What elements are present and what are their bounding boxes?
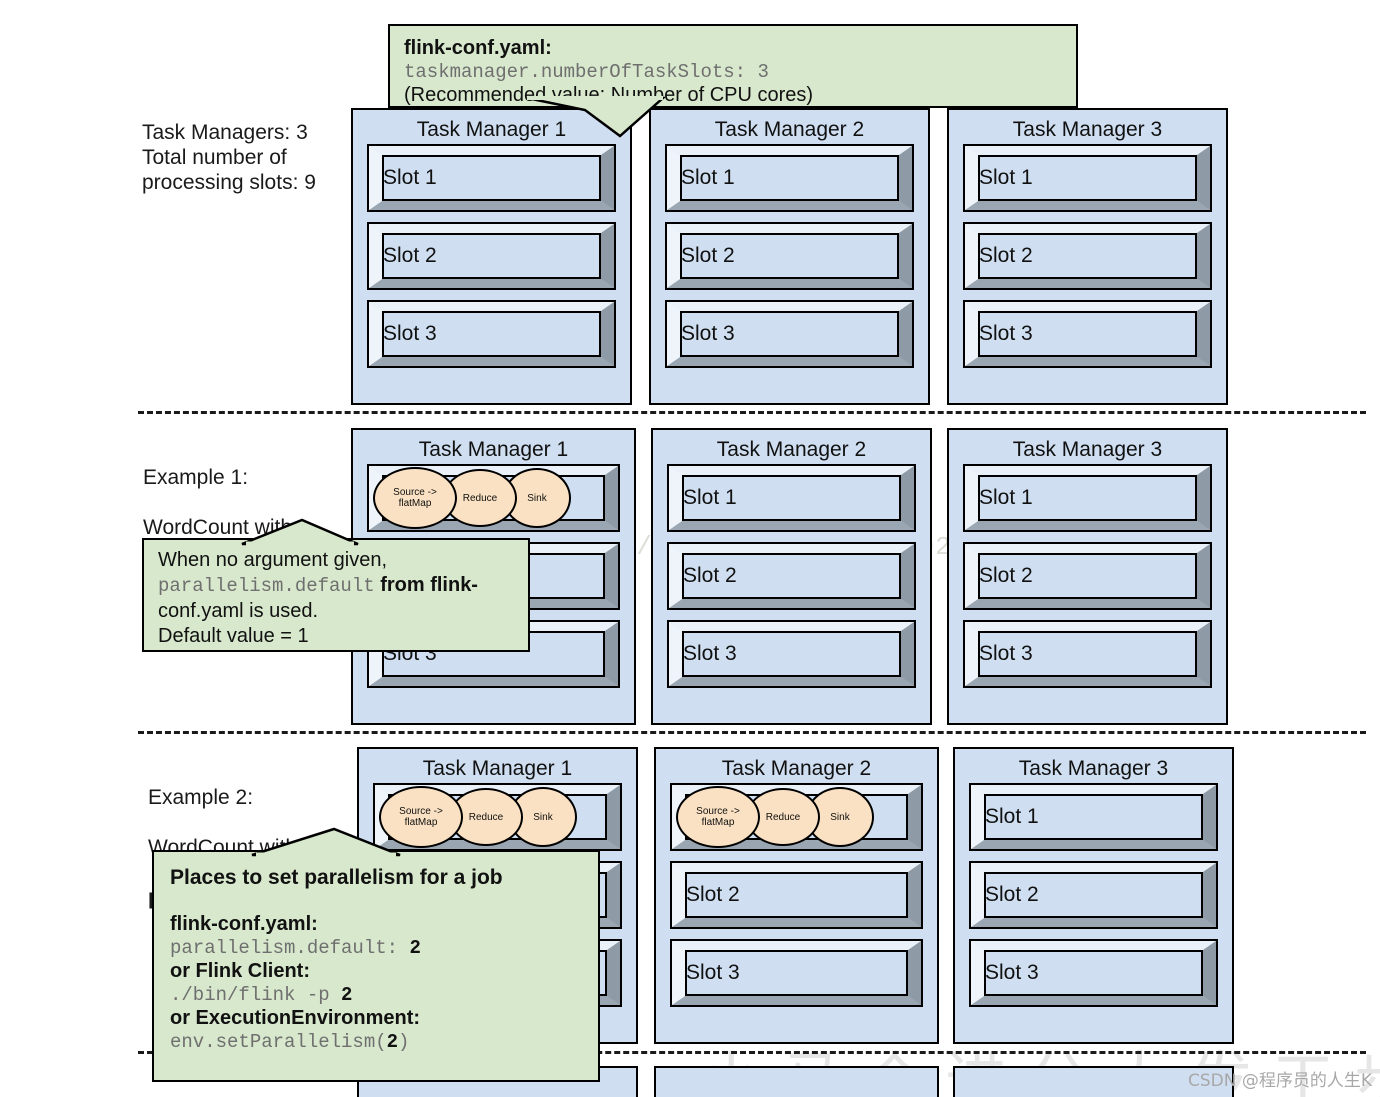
callout-set-title: Places to set parallelism for a job bbox=[170, 866, 503, 889]
callout-default-line-2-rest: from flink- bbox=[374, 574, 478, 596]
task-source-flatmap[interactable]: Source -> flatMap bbox=[373, 467, 457, 529]
callout-default-line-1: When no argument given, bbox=[158, 549, 388, 571]
example-1-line-1: Example 1: bbox=[143, 466, 249, 489]
task-slot[interactable]: Slot 2 bbox=[969, 861, 1218, 929]
task-slot[interactable]: Slot 3 bbox=[667, 620, 916, 688]
task-manager-title: Task Manager 2 bbox=[716, 438, 867, 461]
task-slot-label: Slot 2 bbox=[979, 564, 1033, 587]
task-slot[interactable]: Slot 1 bbox=[367, 144, 616, 212]
task-slot[interactable]: Slot 3 bbox=[963, 300, 1212, 368]
callout-slots-code: taskmanager.numberOfTaskSlots: 3 bbox=[404, 61, 769, 83]
task-chain: Source -> flatMap Reduce Sink bbox=[676, 786, 874, 848]
task-slot-label: Slot 1 bbox=[979, 486, 1033, 509]
task-manager-panel: Task Manager 2 Slot 1 Slot 2 Slot 3 bbox=[649, 108, 930, 405]
task-slot-label: Slot 2 bbox=[683, 564, 737, 587]
task-manager-panel: Task Manager 3 Slot 1 Slot 2 Slot 3 bbox=[947, 108, 1228, 405]
task-slot[interactable]: Slot 2 bbox=[963, 222, 1212, 290]
callout-task-slots-config: flink-conf.yaml: taskmanager.numberOfTas… bbox=[388, 24, 1078, 108]
task-slot[interactable]: Slot 2 bbox=[670, 861, 923, 929]
task-slot[interactable]: Slot 1 bbox=[665, 144, 914, 212]
task-slot-label: Slot 3 bbox=[985, 961, 1039, 984]
callout-set-code-2: ./bin/flink -p bbox=[170, 984, 342, 1006]
task-slot-label: Slot 1 bbox=[985, 805, 1039, 828]
callout-slots-title: flink-conf.yaml: bbox=[404, 37, 552, 59]
task-manager-panel: Task Manager 1 Slot 1 Slot 2 Slot 3 bbox=[351, 108, 632, 405]
task-slot[interactable]: Slot 3 bbox=[367, 300, 616, 368]
task-manager-panel: Task Manager 3 Slot 1 Slot 2 Slot 3 bbox=[953, 747, 1234, 1044]
task-source-flatmap[interactable]: Source -> flatMap bbox=[379, 786, 463, 848]
example-2-line-1: Example 2: bbox=[148, 786, 254, 809]
task-slot[interactable]: Slot 3 bbox=[665, 300, 914, 368]
task-slot[interactable]: Source -> flatMap Reduce Sink bbox=[670, 783, 923, 851]
callout-set-heading-2: or Flink Client: bbox=[170, 960, 310, 982]
task-chain: Source -> flatMap Reduce Sink bbox=[379, 786, 577, 848]
task-slot-label: Slot 3 bbox=[686, 961, 740, 984]
task-manager-panel: Task Manager 3 Slot 1 Slot 2 Slot 3 bbox=[947, 428, 1228, 725]
task-manager-title: Task Manager 1 bbox=[422, 757, 573, 780]
task-manager-panel: Task Manager 2 Slot 1 Slot 2 Slot 3 bbox=[651, 428, 932, 725]
task-slot[interactable]: Source -> flatMap Reduce Sink bbox=[373, 783, 622, 851]
callout-set-code-3-value: 2 bbox=[386, 1031, 399, 1053]
task-slot-label: Slot 3 bbox=[681, 322, 735, 345]
task-slot-label: Slot 3 bbox=[383, 322, 437, 345]
task-slot[interactable]: Slot 1 bbox=[963, 144, 1212, 212]
task-chain: Source -> flatMap Reduce Sink bbox=[373, 467, 571, 529]
task-slot[interactable]: Slot 3 bbox=[963, 620, 1212, 688]
task-manager-panel-partial bbox=[953, 1066, 1234, 1097]
task-slot-label: Slot 2 bbox=[686, 883, 740, 906]
task-slot[interactable]: Slot 2 bbox=[667, 542, 916, 610]
callout-default-line-3: conf.yaml is used. bbox=[158, 600, 319, 622]
callout-set-heading-1: flink-conf.yaml: bbox=[170, 913, 318, 935]
callout-set-code-3-suffix: ) bbox=[398, 1031, 410, 1053]
callout-default-code: parallelism.default bbox=[158, 575, 375, 597]
task-slot-label: Slot 1 bbox=[979, 166, 1033, 189]
task-slot-label: Slot 1 bbox=[383, 166, 437, 189]
task-manager-panel: Task Manager 2 Source -> flatMap Reduce … bbox=[654, 747, 939, 1044]
task-manager-title: Task Manager 3 bbox=[1018, 757, 1169, 780]
task-slot-label: Slot 2 bbox=[985, 883, 1039, 906]
task-slot-label: Slot 1 bbox=[683, 486, 737, 509]
callout-set-heading-3: or ExecutionEnvironment: bbox=[170, 1007, 421, 1029]
task-slot-label: Slot 3 bbox=[683, 642, 737, 665]
row-separator bbox=[138, 1051, 1366, 1054]
task-slot[interactable]: Slot 3 bbox=[969, 939, 1218, 1007]
callout-default-line-4: Default value = 1 bbox=[158, 625, 309, 647]
task-manager-title: Task Manager 3 bbox=[1012, 118, 1163, 141]
callout-default-parallelism: When no argument given, parallelism.defa… bbox=[142, 538, 530, 652]
callout-set-code-2-value: 2 bbox=[341, 984, 353, 1006]
task-manager-title: Task Manager 3 bbox=[1012, 438, 1163, 461]
task-slot[interactable]: Slot 3 bbox=[670, 939, 923, 1007]
task-manager-title: Task Manager 2 bbox=[721, 757, 872, 780]
callout-set-parallelism: Places to set parallelism for a job flin… bbox=[152, 850, 600, 1082]
example-1-line-2: WordCount with bbox=[143, 516, 293, 539]
task-slot[interactable]: Source -> flatMap Reduce Sink bbox=[367, 464, 620, 532]
task-manager-panel-partial bbox=[654, 1066, 939, 1097]
callout-set-code-3: env.setParallelism( bbox=[170, 1031, 387, 1053]
task-manager-title: Task Manager 2 bbox=[714, 118, 865, 141]
task-slot[interactable]: Slot 2 bbox=[665, 222, 914, 290]
task-slot[interactable]: Slot 1 bbox=[667, 464, 916, 532]
task-slot-label: Slot 3 bbox=[979, 322, 1033, 345]
callout-set-code-1-value: 2 bbox=[409, 937, 421, 959]
row-separator bbox=[138, 731, 1366, 734]
row-label-overview: Task Managers: 3 Total number of process… bbox=[142, 121, 316, 194]
task-slot-label: Slot 3 bbox=[979, 642, 1033, 665]
task-slot-label: Slot 1 bbox=[681, 166, 735, 189]
task-source-flatmap[interactable]: Source -> flatMap bbox=[676, 786, 760, 848]
row-separator bbox=[138, 411, 1366, 414]
task-slot[interactable]: Slot 1 bbox=[969, 783, 1218, 851]
task-slot-label: Slot 2 bbox=[383, 244, 437, 267]
task-slot[interactable]: Slot 2 bbox=[963, 542, 1212, 610]
watermark-csdn: CSDN @程序员的人生K bbox=[1187, 1071, 1372, 1091]
task-slot[interactable]: Slot 2 bbox=[367, 222, 616, 290]
task-slot-label: Slot 2 bbox=[979, 244, 1033, 267]
callout-slots-note: (Recommended value: Number of CPU cores) bbox=[404, 84, 814, 106]
task-slot[interactable]: Slot 1 bbox=[963, 464, 1212, 532]
callout-set-code-1: parallelism.default: bbox=[170, 937, 410, 959]
task-slot-label: Slot 2 bbox=[681, 244, 735, 267]
task-manager-title: Task Manager 1 bbox=[418, 438, 569, 461]
